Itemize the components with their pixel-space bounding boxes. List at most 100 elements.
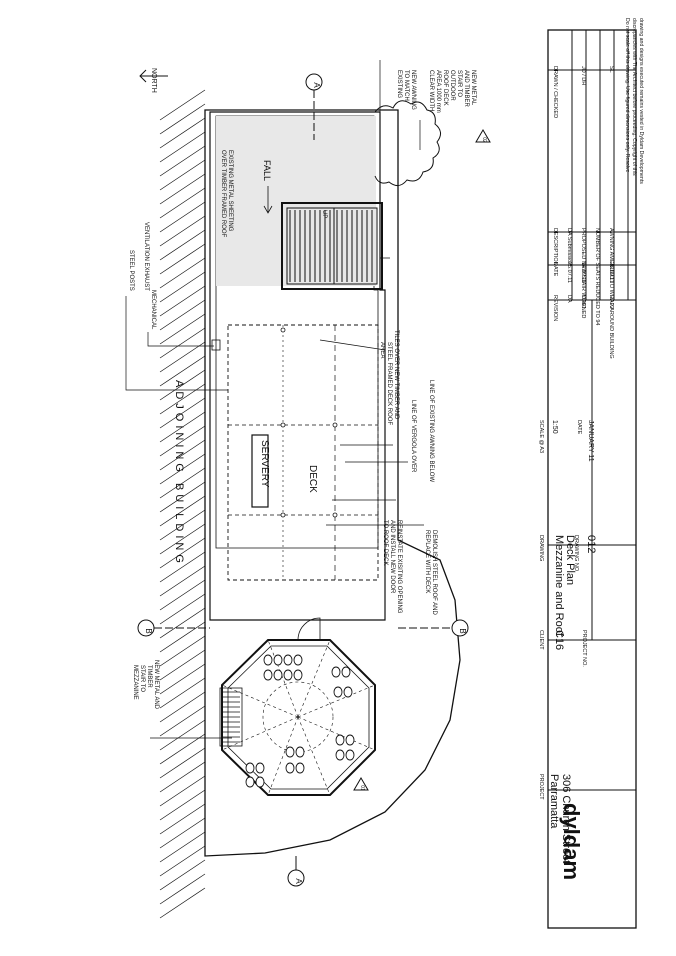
hatch-line [159, 355, 206, 387]
section-a-bottom: A [294, 878, 303, 884]
demolish-note-2: REPLACE WITH DECK [424, 530, 430, 593]
new-awning-note-2: TO MATCH [403, 70, 409, 101]
hatch-line [159, 285, 206, 317]
seat [245, 762, 255, 774]
new-awning-note-1: NEW AWNING [410, 70, 416, 110]
seat [263, 654, 273, 666]
mezzanine-radial [221, 639, 376, 796]
rev-row-4-drawn: SL [608, 66, 614, 73]
seat [283, 669, 293, 681]
hatch-line [159, 733, 206, 765]
hatch-line [159, 173, 206, 205]
steel-posts-note: STEEL POSTS [128, 250, 134, 291]
up-label: UP [321, 210, 327, 218]
seat [285, 762, 295, 774]
seat [283, 654, 293, 666]
hatch-line [159, 677, 206, 709]
hatch-line [159, 663, 206, 695]
metal-sheeting-note-1: EXISTING METAL SHEETING [227, 150, 233, 232]
hatch-line [159, 411, 206, 443]
title-block-text: dyldam PROJECT 306 Church Street Parrama… [538, 66, 614, 880]
hatch-line [159, 803, 206, 835]
outdoor-stair-note-5: ROOF DECK [442, 70, 448, 106]
rev-row-2-rev: DA01 [580, 295, 586, 309]
outdoor-stair-note-6: AREA 1000 mm [435, 70, 441, 113]
hatch-line [159, 509, 206, 541]
hatch-line [159, 565, 206, 597]
hatch-line [159, 551, 206, 583]
outdoor-stair-note-7: CLEAR WIDTH [428, 70, 434, 111]
new-stair-note-4: MEZZANINE [132, 665, 138, 700]
hatch-line [159, 313, 206, 345]
hatch-line [159, 831, 206, 863]
disclaimer-line-1: Do not scale off this drawing. Use figur… [624, 18, 630, 172]
outdoor-stair-note-4: OUTDOOR [449, 70, 455, 101]
seat [335, 749, 345, 761]
hatch-line [159, 537, 206, 569]
section-a-top: A [312, 82, 321, 88]
reinstate-note-3: TO ROOF DECK [382, 520, 388, 566]
reinstate-note-1: REINSTATE EXISITING OPENING [396, 520, 402, 614]
title-block [547, 29, 637, 929]
section-b-right: B [458, 628, 467, 633]
seat [245, 776, 255, 788]
drawing-label: DRAWING [538, 535, 544, 561]
rev-row-4-desc: AWNING AMENDED TO WRAP AROUND BUILDING [608, 228, 614, 359]
hatch-line [159, 243, 206, 275]
vergola-note: LINE OF VERGOLA OVER [410, 400, 416, 473]
hatch-line [159, 481, 206, 513]
rev-row-2-desc: PROPOSED NEW STAIR WIDENED [580, 228, 586, 318]
hatch-line [159, 859, 206, 891]
hatch-line [159, 341, 206, 373]
tiles-note-2: STEEL FRAMED DECK ROOF [386, 342, 392, 425]
hatch-line [159, 299, 206, 331]
mezzanine-stair [219, 687, 243, 747]
drawing-line-1: Mezzanine and Roof [553, 535, 565, 637]
plan-annotations: NORTH A A B B 01 02 ADJOINING BUILDING S… [128, 68, 487, 884]
rev-header-drawn: DRAWN / CHECKED [552, 66, 558, 118]
outdoor-stair-note-2: AND TIMBER [463, 70, 469, 108]
hatch-line [159, 257, 206, 289]
rev-header-date: DATE [552, 262, 558, 277]
hatch-line [159, 495, 206, 527]
rev-row-1-rev: DA [566, 295, 572, 303]
new-awning-note-3: EXISTING [396, 70, 402, 98]
seat [273, 654, 283, 666]
ref-02: 02 [481, 137, 487, 143]
seat [331, 666, 341, 678]
seat [255, 776, 265, 788]
hatch-line [159, 425, 206, 457]
site-boundary [204, 109, 461, 857]
awning-below-note: LINE OF EXISTING AWNING BELOW [428, 380, 434, 482]
project-no-label: PROJECT NO. [581, 630, 587, 667]
section-markers [137, 73, 491, 887]
hatch-line [159, 215, 206, 247]
fall-label: FALL [262, 160, 272, 181]
demolish-note-1: DEMOLISH STEEL ROOF AND [431, 530, 437, 615]
deck-label: DECK [307, 465, 318, 493]
hatch-line [159, 775, 206, 807]
seating [245, 654, 355, 788]
section-b-left: B [144, 628, 153, 633]
seat [345, 749, 355, 761]
rev-header-description: DESCRIPTION [552, 228, 558, 266]
project-label: PROJECT [538, 774, 544, 800]
hatch-line [159, 747, 206, 779]
servery-counter [251, 434, 269, 508]
metal-sheeting-note-2: OVER TIMBER FRAMED ROOF [220, 150, 226, 238]
seat [293, 654, 303, 666]
hatch-line [159, 635, 206, 667]
disclaimer-note: Do not scale off this drawing. Use figur… [624, 18, 644, 184]
hatch-line [159, 369, 206, 401]
hatch-line [159, 131, 206, 163]
hatch-line [159, 453, 206, 485]
servery-label: SERVERY [259, 440, 270, 488]
floor-plan [125, 60, 491, 919]
hatch-line [159, 593, 206, 625]
mech-vent-note-2: VENTILATION EXHAUST [143, 222, 149, 291]
seat [285, 746, 295, 758]
hatch-line [159, 761, 206, 793]
hatch-line [159, 103, 206, 135]
north-arrow-symbol [139, 69, 168, 83]
existing-metal-roof [216, 116, 376, 286]
